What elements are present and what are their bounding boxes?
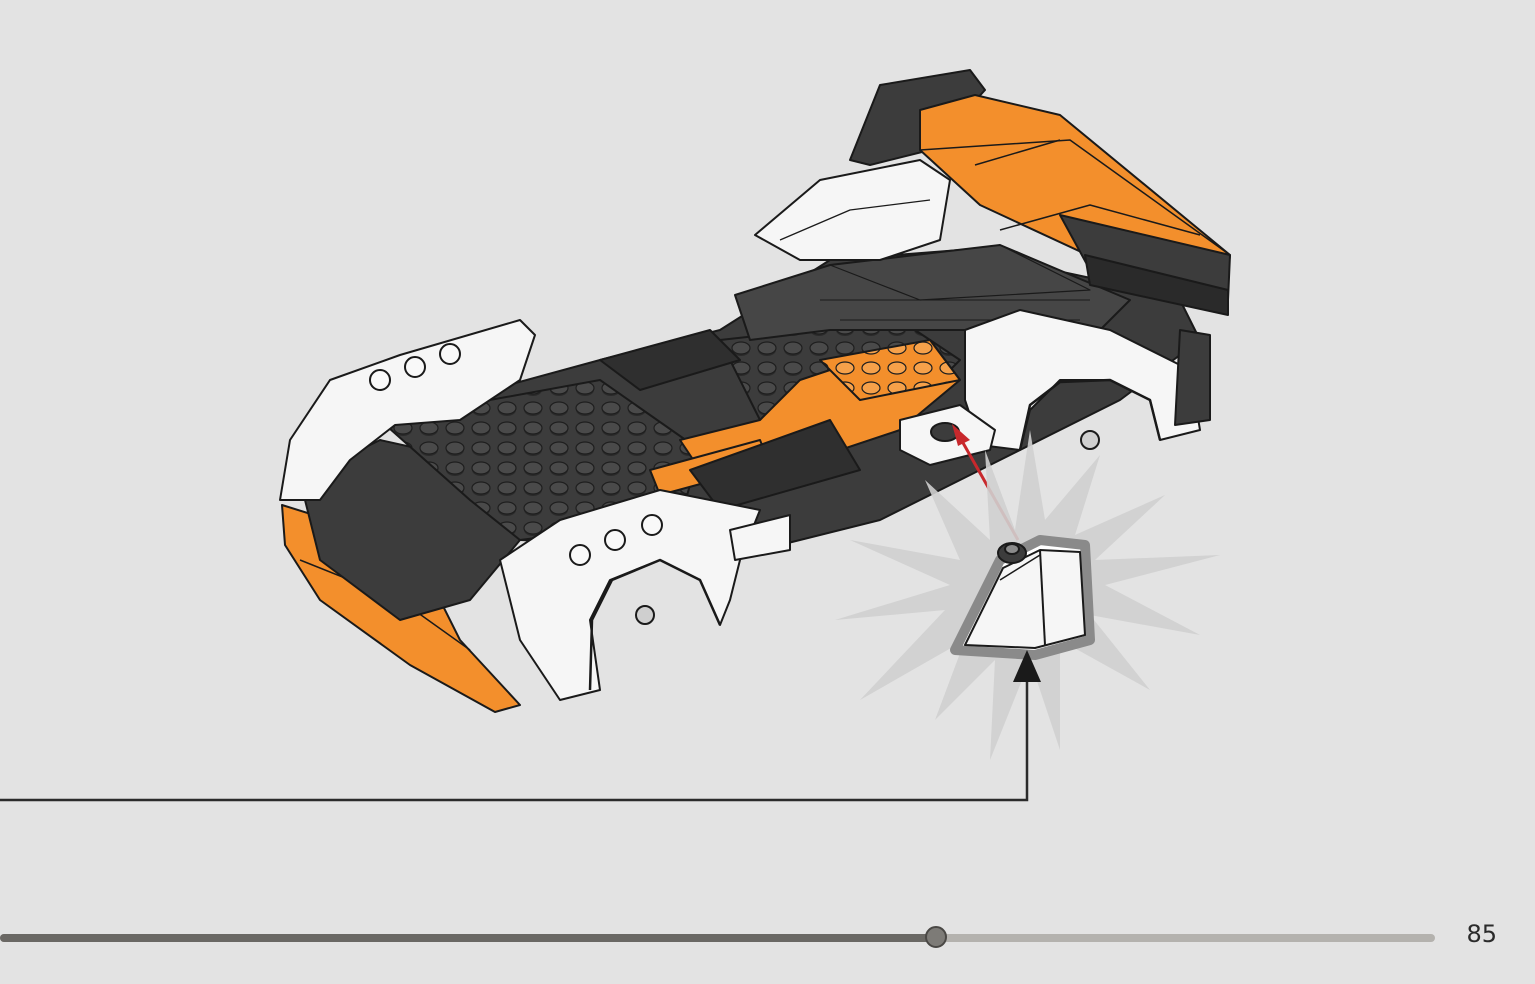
- page-number: 85: [1466, 920, 1497, 948]
- front-left-fender: [279, 319, 536, 501]
- rear-wing-pillar: [849, 69, 986, 166]
- page-progress-slider[interactable]: [0, 925, 1435, 951]
- rear-axle-pin: [1080, 430, 1100, 450]
- new-part-slope-brick: [950, 535, 1095, 660]
- front-wheel-arch: [588, 558, 722, 691]
- callout-line: [0, 650, 1041, 802]
- front-axle-pin: [635, 605, 655, 625]
- rear-wheel-arch: [1018, 378, 1162, 451]
- progress-fill: [0, 934, 936, 942]
- progress-knob[interactable]: [924, 926, 947, 948]
- car-model-assembly: [279, 69, 1231, 713]
